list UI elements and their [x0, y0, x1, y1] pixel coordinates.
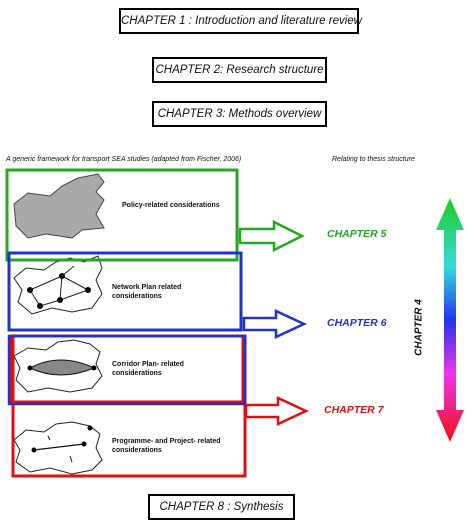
- network-plan-label: Network Plan related considerations: [112, 284, 182, 300]
- network-nodes: [27, 273, 91, 309]
- programme-project-label: Programme- and Project- related consider…: [112, 438, 221, 454]
- chapter-7-label: CHAPTER 7: [324, 404, 384, 416]
- chapter-3-box: CHAPTER 3: Methods overview: [152, 101, 327, 127]
- chapter-4-label: CHAPTER 4: [413, 299, 425, 356]
- project-map-shape: [13, 421, 103, 475]
- policy-frame: [5, 168, 239, 262]
- spectrum-arrow: [436, 198, 464, 442]
- policy-label: Policy-related considerations: [122, 202, 220, 209]
- chapter-8-box: CHAPTER 8 : Synthesis: [148, 494, 295, 520]
- chapter-2-box: CHAPTER 2: Research structure: [152, 57, 327, 83]
- thesis-structure-caption: Relating to thesis structure: [332, 156, 415, 163]
- network-map-shape: [13, 255, 103, 315]
- arrow-chapter-7: [244, 396, 309, 426]
- arrow-chapter-6: [242, 309, 307, 339]
- chapter-1-box: CHAPTER 1 : Introduction and literature …: [119, 8, 362, 34]
- arrow-chapter-5: [238, 219, 305, 253]
- framework-caption: A generic framework for transport SEA st…: [6, 156, 242, 163]
- corridor-plan-label: Corridor Plan- related considerations: [112, 361, 184, 377]
- chapter-5-label: CHAPTER 5: [327, 228, 387, 240]
- chapter-6-label: CHAPTER 6: [327, 317, 387, 329]
- policy-map-shape: [13, 173, 105, 239]
- network-frame: [7, 251, 243, 332]
